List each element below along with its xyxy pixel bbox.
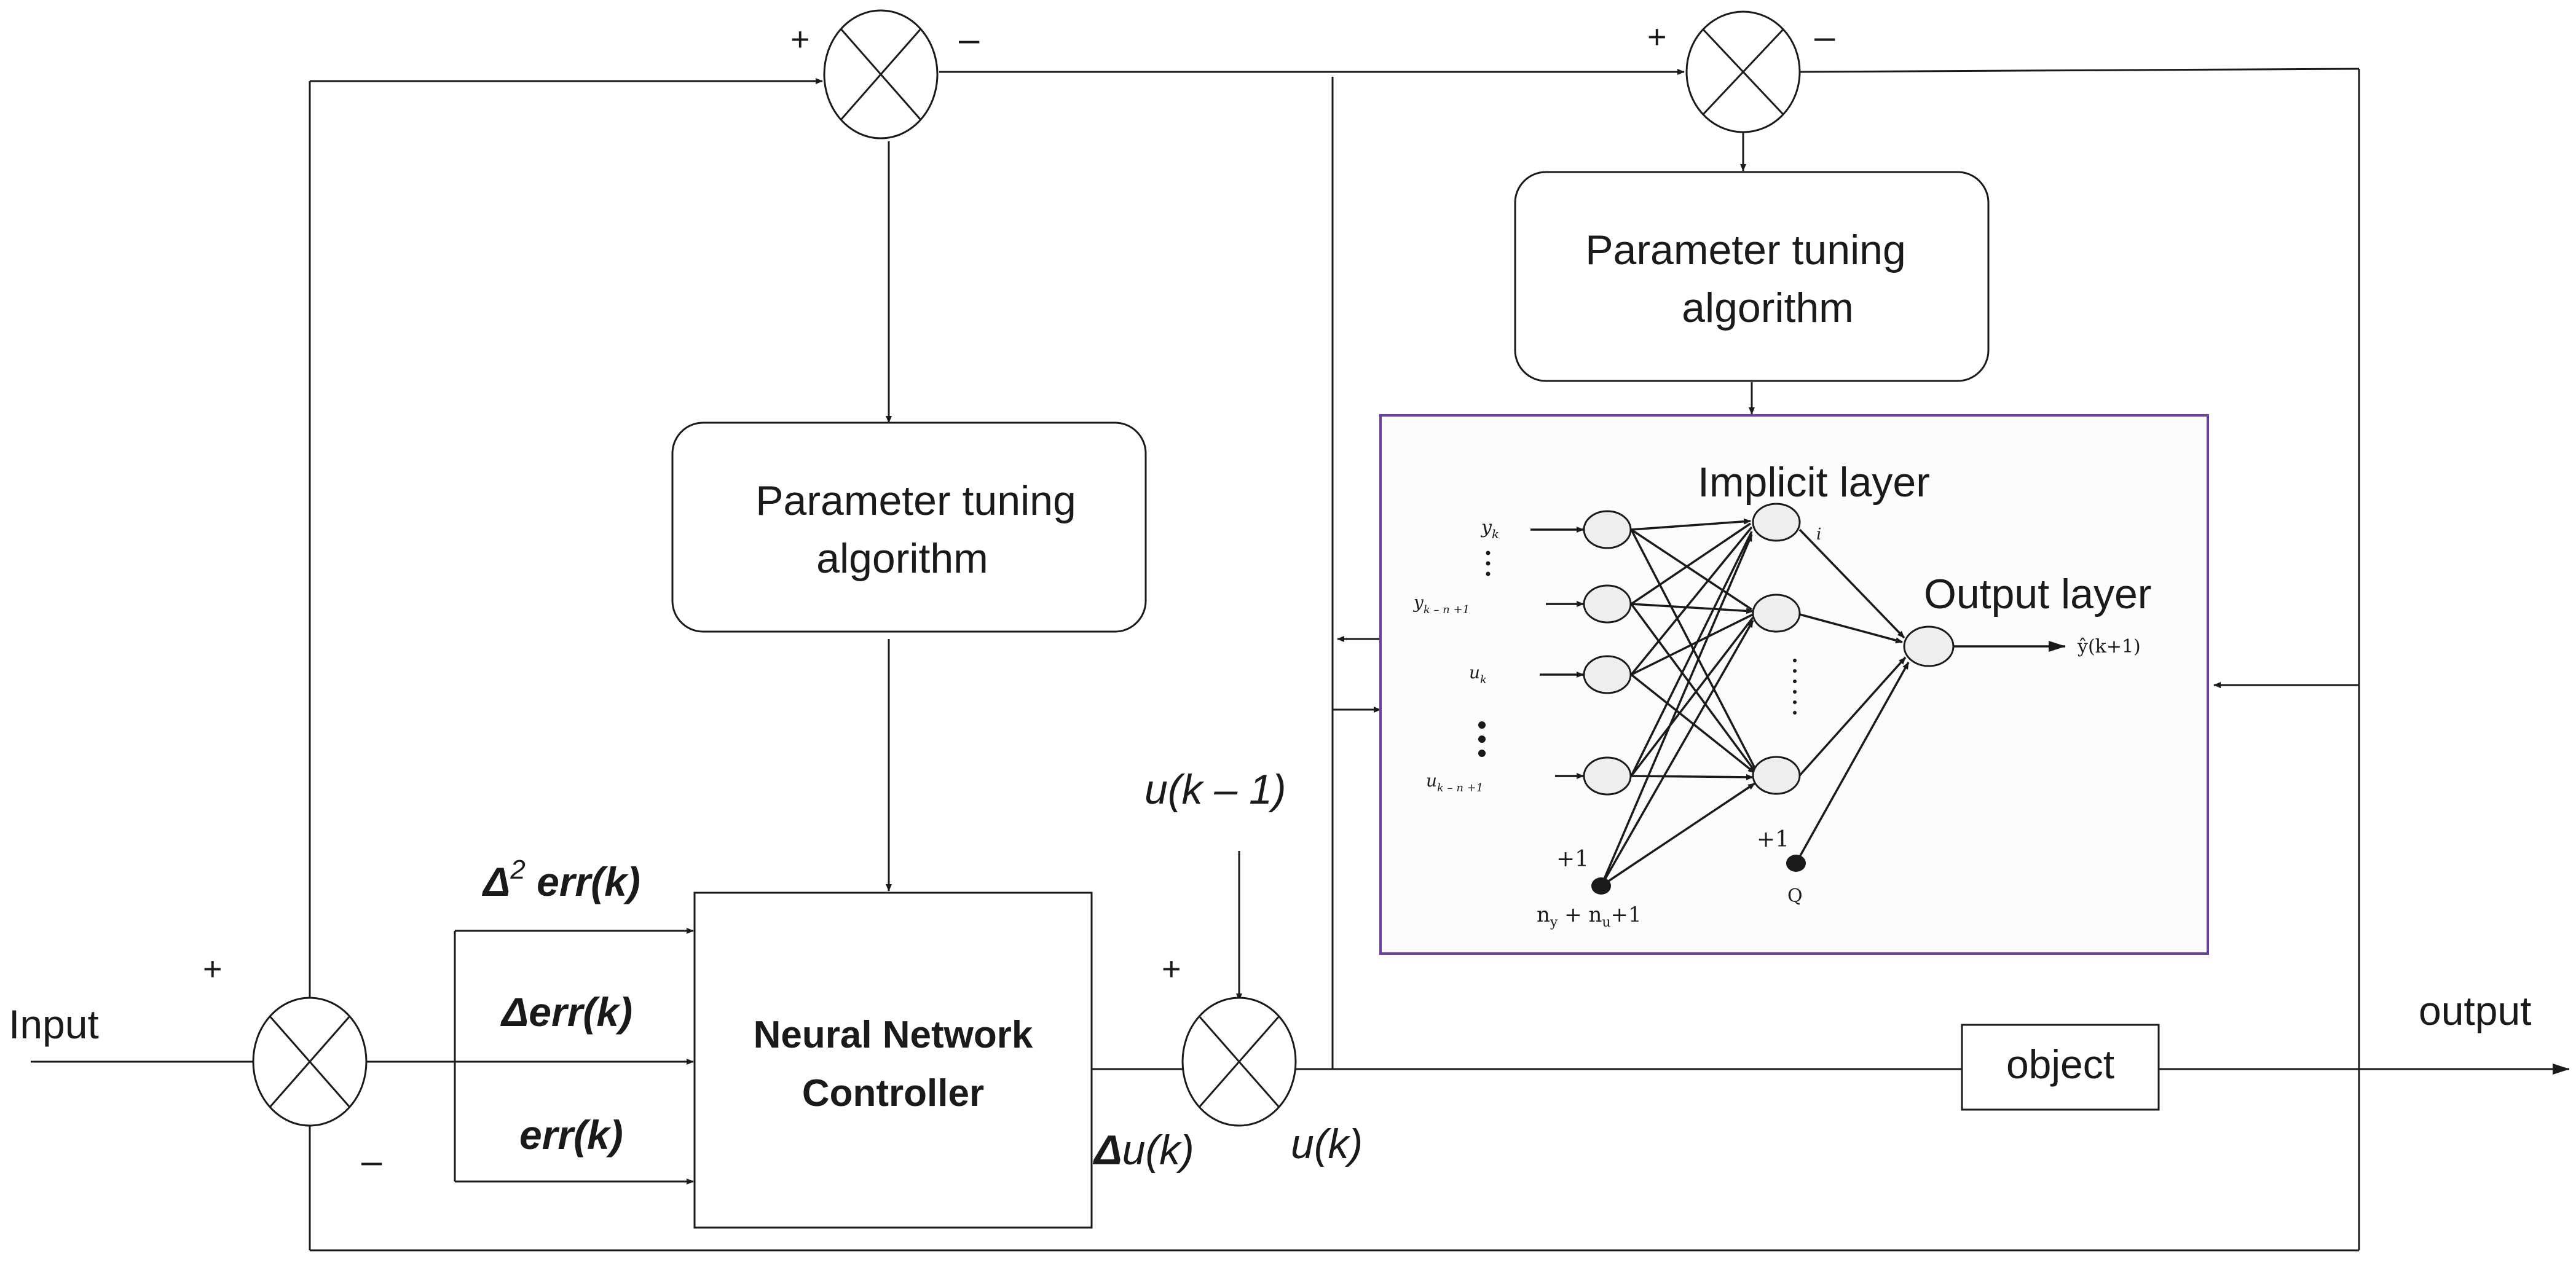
neural-network: yk yk – n +1 uk uk – n +1 i Q ŷ(k+1) +1 … bbox=[1412, 503, 2141, 930]
tuning-left-line2: algorithm bbox=[816, 535, 988, 582]
hidden-node-2 bbox=[1752, 594, 1801, 633]
sign-plus-top-right: + bbox=[1647, 18, 1667, 55]
input-label-uk-prev: uk – n +1 bbox=[1426, 770, 1483, 794]
hidden-index-i: i bbox=[1816, 525, 1821, 544]
network-nodes bbox=[1583, 503, 1955, 796]
implicit-layer-label: Implicit layer bbox=[1698, 459, 1930, 506]
input-node-3 bbox=[1583, 655, 1632, 694]
du-label: Δu(k) bbox=[1092, 1127, 1194, 1174]
hidden-node-3 bbox=[1752, 756, 1801, 795]
controller-label-line1: Neural Network bbox=[754, 1014, 1033, 1056]
err-label: err(k) bbox=[519, 1112, 623, 1158]
controller-box bbox=[693, 892, 1093, 1229]
bias-node-1 bbox=[1591, 877, 1611, 895]
summing-junction-top-left bbox=[823, 9, 939, 139]
input-node-1 bbox=[1583, 510, 1632, 549]
object-box bbox=[1961, 1024, 2160, 1111]
bias-node-2 bbox=[1786, 855, 1806, 872]
tuning-left-line1: Parameter tuning bbox=[755, 477, 1076, 524]
output-label: output bbox=[2419, 988, 2532, 1033]
sign-plus-top-left: + bbox=[790, 21, 810, 58]
bias-label-q: Q bbox=[1787, 885, 1803, 907]
hidden-node-1 bbox=[1752, 503, 1801, 542]
summing-junction-control bbox=[1181, 997, 1297, 1127]
controller-label-line2: Controller bbox=[802, 1072, 984, 1115]
bias-node-count: ny + nu+1 bbox=[1537, 903, 1642, 930]
input-label-uk: uk bbox=[1469, 662, 1487, 686]
output-node bbox=[1903, 625, 1955, 667]
sign-minus-top-left: – bbox=[959, 18, 980, 60]
tuning-right-line1: Parameter tuning bbox=[1585, 227, 1906, 273]
output-layer-label: Output layer bbox=[1924, 571, 2151, 617]
d2err-label: Δ2 err(k) bbox=[481, 855, 640, 904]
wires bbox=[31, 68, 2570, 1252]
u-label: u(k) bbox=[1291, 1121, 1363, 1167]
input-label-yk: yk bbox=[1480, 517, 1499, 541]
u-prev-label: u(k – 1) bbox=[1144, 766, 1286, 813]
output-symbol: ŷ(k+1) bbox=[2077, 636, 2141, 657]
network-connections bbox=[1530, 518, 2066, 887]
summing-junction-top-right bbox=[1685, 10, 1801, 133]
object-label: object bbox=[2006, 1041, 2114, 1087]
parameter-tuning-left-box bbox=[671, 421, 1147, 633]
bias-label-2: +1 bbox=[1757, 827, 1789, 852]
ellipsis-dots bbox=[1478, 551, 1797, 757]
input-node-4 bbox=[1583, 756, 1632, 796]
input-label-yk-prev: yk – n +1 bbox=[1412, 592, 1470, 616]
sign-minus-top-right: – bbox=[1814, 16, 1835, 57]
input-node-2 bbox=[1583, 584, 1632, 624]
feedback-top-right bbox=[1797, 68, 2360, 73]
tuning-right-line2: algorithm bbox=[1682, 284, 1854, 331]
sign-plus-control: + bbox=[1162, 950, 1181, 987]
derr-label: Δerr(k) bbox=[500, 989, 632, 1035]
sign-plus-input: + bbox=[203, 950, 223, 987]
parameter-tuning-right-box bbox=[1514, 171, 1990, 382]
input-label: Input bbox=[9, 1001, 99, 1047]
summing-junction-input bbox=[252, 997, 368, 1127]
bias-nodes bbox=[1591, 855, 1806, 895]
sign-minus-input: – bbox=[361, 1140, 382, 1182]
bias-label-1: +1 bbox=[1556, 847, 1589, 872]
